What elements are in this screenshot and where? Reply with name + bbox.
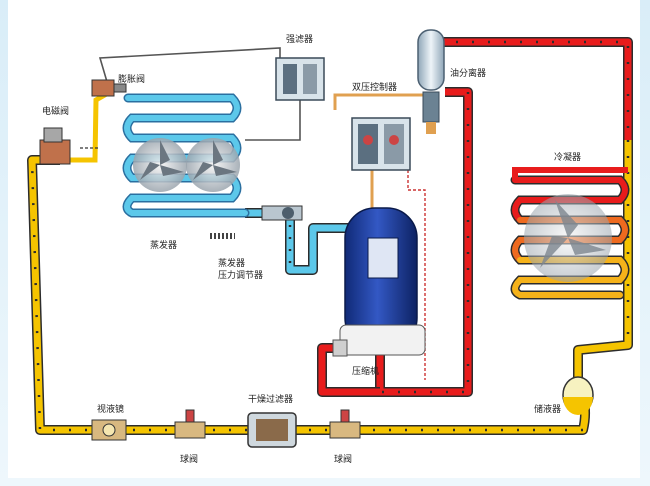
dual-pressure-controller-unit [351,117,411,171]
label-dual-pressure-controller: 双压控制器 [352,83,398,93]
label-evap-pressure-regulator-line1: 蒸发器 [218,259,246,269]
label-receiver: 储液器 [534,405,562,415]
ball-valve-right-unit [329,409,361,439]
condenser [510,167,630,300]
label-filter-top: 强滤器 [286,35,314,45]
label-evap-pressure-regulator-line2: 压力调节器 [218,271,264,281]
label-solenoid-valve: 电磁阀 [42,107,70,117]
label-sight-glass: 视液镜 [97,405,125,415]
label-filter-drier: 干燥过滤器 [248,395,294,405]
evaporator [122,93,250,239]
evaporator-fans [133,138,240,192]
label-evaporator: 蒸发器 [150,241,178,251]
discharge-line [317,37,633,397]
label-evap-pressure-regulator: 蒸发器 压力调节器 [218,258,263,282]
expansion-valve-unit [91,79,127,97]
receiver-unit [562,376,594,415]
compressor-unit [332,207,426,357]
solenoid-valve-unit [39,127,71,165]
label-expansion-valve: 膨胀阀 [118,75,146,85]
sight-glass-unit [91,419,127,441]
ball-valve-left-unit [174,409,206,439]
filter-top-unit [275,57,325,101]
evap-pressure-regulator-unit [261,205,303,221]
oil-separator [417,29,445,134]
label-compressor: 压缩机 [352,367,380,377]
label-ball-valve-right: 球阀 [334,455,353,465]
label-condenser: 冷凝器 [554,153,582,163]
label-ball-valve-left: 球阀 [180,455,199,465]
label-oil-separator: 油分离器 [450,69,487,79]
filter-drier-unit [247,412,297,448]
